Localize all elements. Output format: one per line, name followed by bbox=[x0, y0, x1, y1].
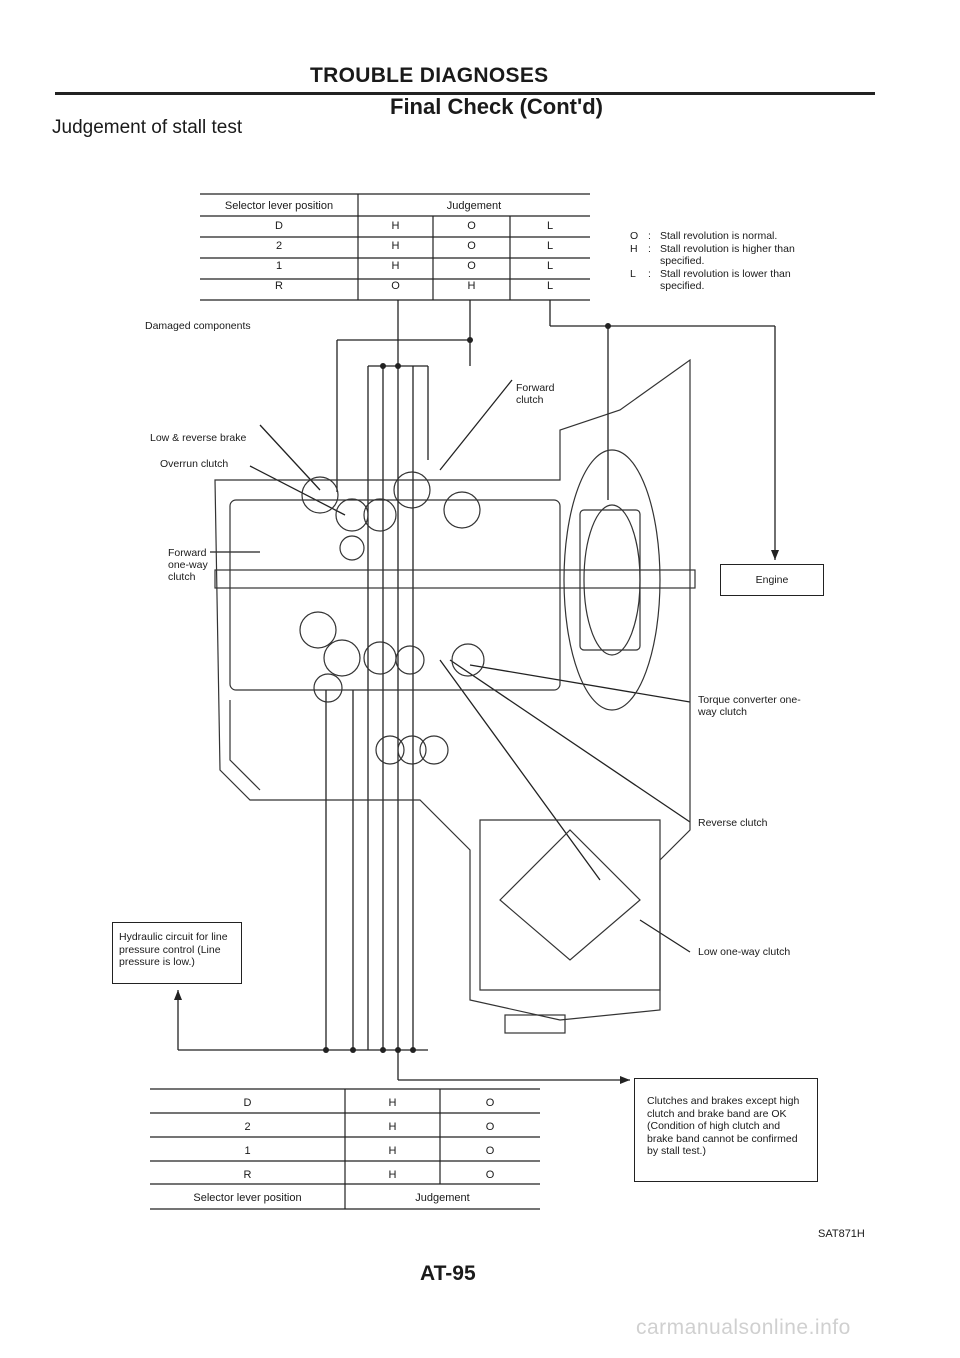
top-table-grid bbox=[200, 193, 590, 301]
damaged-components-label: Damaged components bbox=[145, 320, 251, 332]
top-row-a: H bbox=[391, 220, 400, 232]
top-row-c: L bbox=[546, 220, 554, 232]
bottom-row-pos: D bbox=[243, 1097, 252, 1109]
torque-converter-oneway-label: Torque converter one-way clutch bbox=[698, 694, 801, 718]
top-row-b: O bbox=[467, 260, 476, 272]
bottom-row-b: O bbox=[485, 1121, 495, 1133]
legend-row: H: Stall revolution is higher than speci… bbox=[630, 243, 830, 268]
section-title: Judgement of stall test bbox=[52, 117, 243, 138]
legend-key: O bbox=[630, 230, 639, 242]
low-reverse-brake-label: Low & reverse brake bbox=[150, 432, 247, 444]
page-header-title: TROUBLE DIAGNOSES bbox=[310, 64, 549, 87]
clutches-note-box: Clutches and brakes except high clutch a… bbox=[634, 1078, 818, 1182]
top-col-header-position: Selector lever position bbox=[224, 200, 334, 212]
legend-text: Stall revolution is normal. bbox=[660, 230, 778, 242]
legend-text: Stall revolution is higher than specifie… bbox=[660, 242, 795, 268]
header-rule bbox=[55, 92, 875, 95]
top-row-a: O bbox=[391, 280, 400, 292]
top-row-b: O bbox=[467, 220, 476, 232]
top-row-c: L bbox=[546, 240, 554, 252]
top-row-b: O bbox=[467, 240, 476, 252]
bottom-row-b: O bbox=[485, 1168, 495, 1181]
low-oneway-clutch-label: Low one-way clutch bbox=[698, 946, 791, 958]
bottom-row-a: H bbox=[388, 1097, 397, 1109]
top-row-pos: 2 bbox=[275, 240, 283, 252]
top-row-b: H bbox=[467, 280, 476, 292]
bottom-row-b: O bbox=[485, 1145, 495, 1157]
footer-watermark: carmanualsonline.info bbox=[636, 1316, 851, 1339]
legend-key: H bbox=[630, 242, 638, 255]
figure-code: SAT871H bbox=[818, 1228, 865, 1240]
overrun-clutch-label: Overrun clutch bbox=[160, 458, 229, 470]
bottom-col-footer-position: Selector lever position bbox=[193, 1192, 302, 1204]
junction-dots bbox=[323, 323, 611, 1053]
bottom-row-pos: 2 bbox=[244, 1121, 251, 1133]
top-row-c: L bbox=[546, 260, 554, 272]
forward-oneway-clutch-label: Forward one-way clutch bbox=[168, 547, 208, 583]
top-col-header-judgement: Judgement bbox=[446, 200, 502, 212]
bottom-row-pos: R bbox=[243, 1168, 252, 1181]
arrowheads bbox=[174, 550, 779, 1084]
page-header-subtitle: Final Check (Cont'd) bbox=[390, 94, 604, 119]
legend-key: L bbox=[630, 267, 636, 280]
bottom-row-a: H bbox=[388, 1121, 397, 1133]
transmission-cross-section bbox=[214, 358, 696, 1034]
legend-text: Stall revolution is lower than specified… bbox=[660, 267, 791, 293]
bottom-row-a: H bbox=[388, 1145, 397, 1157]
legend-row: L: Stall revolution is lower than specif… bbox=[630, 268, 830, 293]
top-row-c: L bbox=[546, 280, 554, 292]
engine-box: Engine bbox=[720, 564, 824, 596]
top-judgement-table: Selector lever position Judgement D H O … bbox=[200, 196, 590, 296]
top-row-a: H bbox=[391, 240, 400, 252]
top-row-a: H bbox=[391, 260, 400, 272]
bottom-col-footer-judgement: Judgement bbox=[415, 1192, 470, 1204]
page-number: AT-95 bbox=[420, 1262, 476, 1285]
top-row-pos: 1 bbox=[275, 260, 283, 272]
bottom-row-b: O bbox=[485, 1097, 495, 1109]
bottom-row-a: H bbox=[388, 1168, 397, 1181]
top-row-pos: R bbox=[275, 280, 283, 292]
hydraulic-circuit-box: Hydraulic circuit for line pressure cont… bbox=[112, 922, 242, 984]
bottom-judgement-table: D H O 2 H O 1 H O R H O Selector lever p… bbox=[150, 1091, 540, 1210]
reverse-clutch-label: Reverse clutch bbox=[698, 817, 768, 829]
forward-clutch-label: Forward clutch bbox=[516, 382, 555, 406]
bottom-row-pos: 1 bbox=[244, 1145, 251, 1157]
top-row-pos: D bbox=[275, 220, 283, 232]
legend-row: O: Stall revolution is normal. bbox=[630, 230, 830, 243]
judgement-legend: O: Stall revolution is normal. H: Stall … bbox=[630, 230, 830, 293]
